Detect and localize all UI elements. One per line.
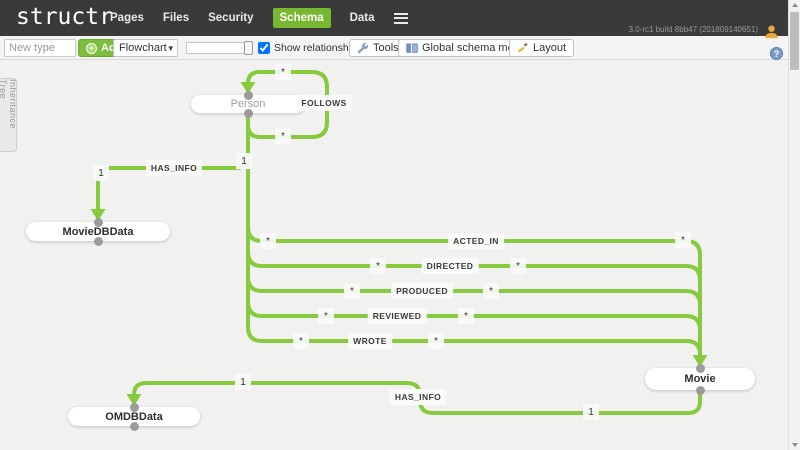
multiplicity-DIRECTED[interactable]: *	[510, 258, 526, 274]
connection-dot-MovieDBData-top[interactable]	[93, 217, 103, 227]
multiplicity-HAS_INFO[interactable]: 1	[236, 153, 252, 169]
edge-arrow-FOLLOWS	[240, 82, 256, 94]
zoom-slider[interactable]	[186, 41, 253, 55]
nav-item-files[interactable]: Files	[162, 12, 190, 24]
node-label-OMDBData: OMDBData	[105, 410, 163, 423]
select-caret-icon: ▼	[166, 43, 175, 53]
node-MovieDBData[interactable]: MovieDBData	[26, 222, 170, 241]
new-type-input[interactable]	[4, 39, 76, 57]
help-icon[interactable]: ?	[770, 47, 783, 60]
tools-button-label: Tools	[373, 42, 399, 54]
node-Person[interactable]: Person	[191, 95, 305, 113]
multiplicity-WROTE[interactable]: *	[428, 333, 444, 349]
node-OMDBData[interactable]: OMDBData	[68, 407, 200, 426]
relationship-label-WROTE[interactable]: WROTE	[348, 333, 392, 349]
vertical-scrollbar[interactable]	[788, 0, 800, 450]
magic-wand-icon	[518, 43, 528, 53]
multiplicity-FOLLOWS[interactable]: *	[275, 64, 291, 80]
edge-arrow-HAS_INFO	[90, 209, 106, 221]
scrollbar-down-arrow[interactable]	[789, 440, 800, 450]
relationship-label-HAS_INFO_2[interactable]: HAS_INFO	[389, 389, 447, 405]
wrench-icon	[357, 42, 369, 54]
main-menu: Pages Files Security Schema Data	[110, 0, 408, 36]
multiplicity-HAS_INFO_2[interactable]: 1	[235, 374, 251, 390]
multiplicity-HAS_INFO[interactable]: 1	[93, 165, 109, 181]
view-mode-select[interactable]: Flowchart ▼	[113, 39, 178, 57]
view-mode-value: Flowchart	[119, 42, 167, 54]
connection-dot-Movie-bottom[interactable]	[695, 385, 705, 395]
app-logo[interactable]: structr	[16, 4, 113, 30]
schema-graph-svg	[90, 70, 708, 415]
multiplicity-ACTED_IN[interactable]: *	[675, 232, 691, 248]
connection-dot-OMDBData-bottom[interactable]	[129, 421, 139, 431]
relationship-label-REVIEWED[interactable]: REVIEWED	[367, 308, 427, 324]
nav-item-schema-active[interactable]: Schema	[272, 8, 331, 28]
layout-button-label: Layout	[533, 42, 567, 54]
zoom-slider-handle[interactable]	[244, 41, 253, 55]
version-text: 3.0-rc1 build 8bb47 (201809140651)	[628, 25, 758, 34]
nav-item-pages[interactable]: Pages	[110, 12, 144, 24]
node-label-MovieDBData: MovieDBData	[62, 225, 134, 238]
layout-button[interactable]: Layout	[509, 39, 575, 57]
plus-icon: +	[86, 42, 97, 54]
multiplicity-WROTE[interactable]: *	[293, 333, 309, 349]
node-label-Person: Person	[230, 98, 266, 110]
logged-in-user-icon[interactable]	[764, 24, 779, 39]
nav-item-data[interactable]: Data	[349, 12, 375, 24]
multiplicity-HAS_INFO_2[interactable]: 1	[583, 404, 599, 420]
tools-button[interactable]: Tools	[349, 39, 407, 57]
nav-item-security[interactable]: Security	[208, 12, 254, 24]
inheritance-tree-tab[interactable]: Inheritance Tree	[0, 78, 18, 152]
relationship-label-ACTED_IN[interactable]: ACTED_IN	[448, 233, 504, 249]
multiplicity-FOLLOWS[interactable]: *	[275, 128, 291, 144]
multiplicity-ACTED_IN[interactable]: *	[260, 233, 276, 249]
multiplicity-PRODUCED[interactable]: *	[344, 283, 360, 299]
book-icon	[406, 43, 418, 53]
multiplicity-PRODUCED[interactable]: *	[483, 283, 499, 299]
relationship-label-DIRECTED[interactable]: DIRECTED	[421, 258, 479, 274]
hamburger-menu-icon[interactable]	[393, 12, 408, 24]
relationship-label-FOLLOWS[interactable]: FOLLOWS	[296, 95, 352, 111]
scrollbar-thumb[interactable]	[790, 12, 799, 70]
relationship-label-HAS_INFO[interactable]: HAS_INFO	[145, 160, 203, 176]
multiplicity-REVIEWED[interactable]: *	[458, 308, 474, 324]
connection-dot-Movie-top[interactable]	[695, 363, 705, 373]
top-nav-bar: structr Pages Files Security Schema Data…	[0, 0, 788, 39]
show-relationship-labels-checkbox[interactable]	[258, 42, 270, 54]
relationship-label-PRODUCED[interactable]: PRODUCED	[391, 283, 453, 299]
scrollbar-up-arrow[interactable]	[789, 0, 800, 10]
node-Movie[interactable]: Movie	[645, 368, 755, 390]
connection-dot-Person-top[interactable]	[243, 90, 253, 100]
edge-arrow-HAS_INFO_2	[126, 394, 142, 406]
connection-dot-MovieDBData-bottom[interactable]	[93, 236, 103, 246]
edge-WROTE[interactable]	[246, 113, 702, 368]
schema-toolbar: + Add Flowchart ▼ Show relationship labe…	[0, 36, 788, 60]
connection-dot-OMDBData-top[interactable]	[129, 402, 139, 412]
multiplicity-DIRECTED[interactable]: *	[370, 258, 386, 274]
connection-dot-Person-bottom[interactable]	[243, 108, 253, 118]
multiplicity-REVIEWED[interactable]: *	[318, 308, 334, 324]
node-label-Movie: Movie	[684, 373, 716, 385]
